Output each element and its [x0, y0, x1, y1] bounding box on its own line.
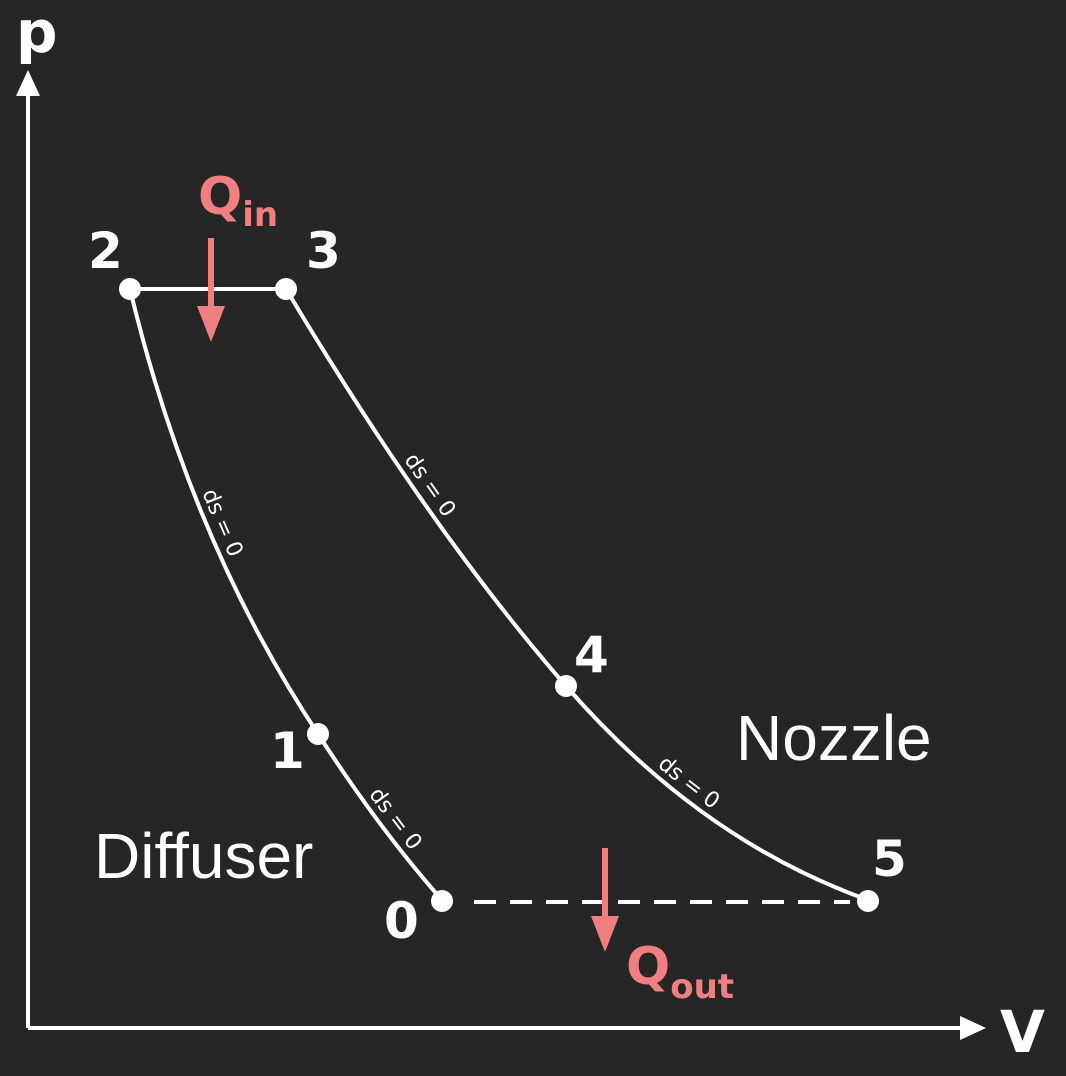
point-0-marker — [431, 890, 453, 912]
x-axis-arrow-icon — [960, 1016, 986, 1040]
process-labels: ds = 0 ds = 0 ds = 0 ds = 0 — [197, 449, 724, 855]
heat-in-label: Qin — [198, 167, 278, 235]
point-5-label: 5 — [872, 830, 907, 888]
point-4-marker — [555, 675, 577, 697]
point-3-label: 3 — [306, 222, 341, 280]
point-0-label: 0 — [384, 892, 419, 950]
diffuser-label: Diffuser — [94, 820, 313, 892]
process-curves — [128, 287, 870, 904]
point-1-marker — [307, 723, 329, 745]
heat-in: Qin — [197, 167, 278, 342]
point-2-label: 2 — [88, 222, 123, 280]
point-1-label: 1 — [270, 722, 305, 780]
y-axis-arrow-icon — [16, 70, 40, 96]
heat-out: Qout — [591, 848, 734, 1007]
point-4-label: 4 — [574, 626, 609, 684]
heat-in-arrow-icon — [197, 306, 225, 342]
point-2-marker — [119, 278, 141, 300]
y-axis-label: p — [16, 0, 58, 66]
axes: p V — [16, 0, 1045, 1066]
point-5-marker — [857, 890, 879, 912]
state-points: 2 3 1 4 0 5 — [88, 222, 907, 950]
heat-out-arrow-icon — [591, 916, 619, 952]
x-axis-label: V — [1000, 998, 1045, 1066]
heat-out-label: Qout — [626, 937, 734, 1007]
nozzle-label: Nozzle — [736, 702, 932, 774]
point-3-marker — [275, 278, 297, 300]
